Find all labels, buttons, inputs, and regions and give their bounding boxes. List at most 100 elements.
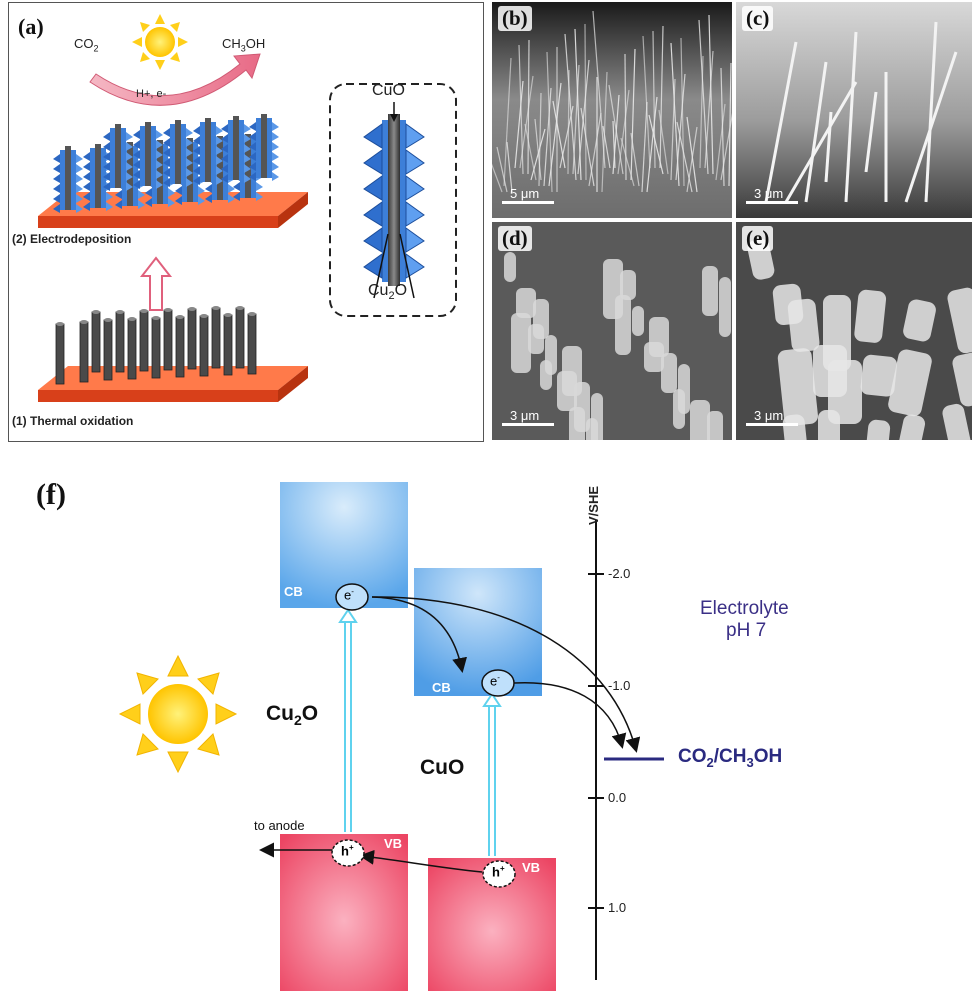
sem-particle xyxy=(854,289,887,343)
panel-f-label: (f) xyxy=(36,478,66,511)
inset-spike xyxy=(405,175,425,201)
sem-c-scalebar xyxy=(746,201,798,204)
bare-nanowire xyxy=(103,319,113,381)
bare-nanowire xyxy=(115,311,125,373)
inset-cuo-core xyxy=(388,114,400,286)
bare-nanowire xyxy=(199,315,209,377)
sem-nanowire xyxy=(538,92,542,187)
bare-nanowire xyxy=(139,310,149,372)
cu2o-vb-label: VB xyxy=(384,836,403,851)
bare-nanowire xyxy=(91,311,101,373)
sem-particle xyxy=(511,313,531,373)
sem-nanowire xyxy=(652,30,656,169)
bare-nanowire xyxy=(247,313,257,375)
sem-nanowire xyxy=(715,103,726,181)
reaction-arrow xyxy=(89,53,261,106)
inset-spike xyxy=(363,123,383,149)
sem-particle xyxy=(903,299,936,342)
sem-nanowire xyxy=(708,14,714,175)
sem-e-scale: 3 μm xyxy=(754,408,784,423)
sem-particle xyxy=(504,252,516,282)
sun-icon xyxy=(132,14,188,70)
sem-nanowire xyxy=(924,21,938,203)
sem-particle xyxy=(702,266,718,316)
electrolyte-label: Electrolyte xyxy=(700,598,789,619)
tick-label-minus1: -1.0 xyxy=(608,678,631,693)
inset-spike xyxy=(363,149,383,175)
sem-c-label: (c) xyxy=(742,6,774,31)
inset-spike xyxy=(405,123,425,149)
sem-nanowire xyxy=(670,78,676,181)
cu2o-cb-label: CB xyxy=(284,584,303,599)
sem-particle xyxy=(952,351,972,407)
panel-a-schematic xyxy=(38,14,457,402)
inset-spike xyxy=(405,149,425,175)
inset-spikes xyxy=(363,123,425,279)
co2-label: CO2 xyxy=(74,36,99,54)
redox-couple-label: CO2/CH3OH xyxy=(678,746,783,770)
sem-nanowire xyxy=(620,137,635,187)
sem-nanowire xyxy=(592,10,606,169)
cuo-vb-label: VB xyxy=(522,860,541,875)
ph-label: pH 7 xyxy=(726,620,767,641)
coated-nanowires xyxy=(53,114,279,213)
sem-nanowire xyxy=(764,41,798,203)
inset-spike xyxy=(363,227,383,253)
sem-nanowire xyxy=(864,91,878,173)
sem-nanowire xyxy=(612,94,620,175)
sem-particle xyxy=(569,407,585,440)
panel-a-label: (a) xyxy=(18,14,44,39)
electron-symbol-cuo: e- xyxy=(490,673,500,689)
sem-nanowire xyxy=(588,112,602,187)
cuo-cb-box xyxy=(414,568,542,696)
sem-particle xyxy=(586,418,598,440)
bare-nanowire xyxy=(55,323,65,385)
step-thermal-oxidation: (1) Thermal oxidation xyxy=(12,414,134,428)
sem-particle xyxy=(782,414,810,440)
inset-spike xyxy=(363,201,383,227)
sem-nanowire xyxy=(601,71,608,193)
hole-cu2o xyxy=(331,839,365,867)
oxidation-substrate xyxy=(38,366,308,402)
sem-b-label: (b) xyxy=(498,6,532,31)
sem-nanowire xyxy=(680,37,685,187)
sem-nanowire xyxy=(577,59,590,175)
sem-particle xyxy=(772,283,804,325)
sem-nanowire xyxy=(646,96,658,193)
hole-symbol-cuo: h+ xyxy=(492,864,505,880)
sem-nanowire xyxy=(496,146,508,193)
sem-nanowire xyxy=(543,87,552,187)
band-diagram xyxy=(118,482,664,991)
tick-label-1: 1.0 xyxy=(608,900,627,915)
inset-spike xyxy=(405,253,425,279)
sem-nanowire xyxy=(524,123,537,181)
sem-nanowire xyxy=(552,100,566,169)
sem-nanowire xyxy=(534,118,542,181)
sem-nanowire xyxy=(559,105,574,169)
inset-spike xyxy=(363,175,383,201)
sem-d-label: (d) xyxy=(498,226,532,251)
sem-particle xyxy=(947,287,972,354)
sem-nanowire xyxy=(503,57,512,187)
sem-image-b: (b) 5 μm xyxy=(492,2,732,218)
bare-cuo-nanowires xyxy=(55,306,257,385)
process-up-arrow xyxy=(139,256,173,311)
sem-nanowire xyxy=(608,84,624,175)
sem-nanowire xyxy=(844,31,858,203)
sem-nanowire xyxy=(720,112,732,181)
sem-particle xyxy=(813,345,847,397)
sem-d-scalebar xyxy=(502,423,554,426)
sem-particle xyxy=(661,353,677,393)
sem-particle xyxy=(861,419,891,440)
sem-particle xyxy=(632,306,644,336)
sem-nanowire xyxy=(630,48,636,181)
sem-particle xyxy=(860,354,898,397)
sem-particle xyxy=(540,360,552,390)
sem-particle xyxy=(528,324,544,354)
sem-nanowire xyxy=(612,120,616,169)
electron-cuo xyxy=(481,669,515,697)
sem-particle xyxy=(895,414,926,440)
step-electrodeposition: (2) Electrodeposition xyxy=(12,232,132,246)
bare-nanowire xyxy=(223,314,233,376)
bare-nanowire xyxy=(175,316,185,378)
